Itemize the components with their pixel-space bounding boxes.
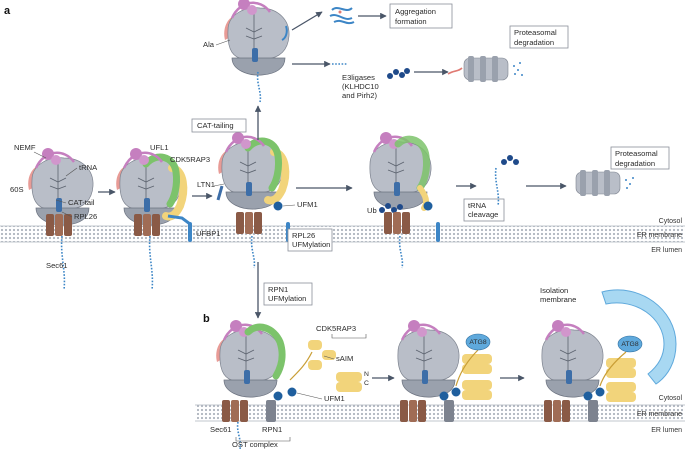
cdk5rap3-coil-b2: [455, 349, 492, 400]
cdk5rap3-coil-b1: [289, 340, 362, 392]
sec61-label: Sec61: [46, 261, 68, 270]
isolation-line2: membrane: [540, 295, 576, 304]
proteasomal-top-line1: Proteasomal: [514, 28, 557, 37]
rpl26-ufmylation-line2: UFMylation: [292, 240, 330, 249]
trna-label: tRNA: [79, 163, 98, 172]
aggregation-line1: Aggregation: [395, 7, 436, 16]
sec61-b3: [544, 400, 570, 422]
ub-label: Ub: [367, 206, 377, 215]
ubiquitin-chain-free: [501, 155, 519, 165]
ubiquitin-chain-mid: [379, 203, 403, 213]
ufbp1-label: UFBP1: [196, 229, 220, 238]
ufm1-label-a: UFM1: [297, 200, 318, 209]
ufm1-dot-b1: [273, 391, 283, 401]
ala-label: Ala: [203, 40, 215, 49]
ribosome-b1: [216, 320, 286, 398]
ribosome-b3: [541, 320, 604, 398]
ufm1-dot-b3b: [595, 387, 605, 397]
ufm1-dot-b2: [439, 391, 449, 401]
er-membrane-a: [0, 226, 685, 242]
proteasomal-mid-box: [610, 146, 670, 170]
60s-label: 60S: [10, 185, 24, 194]
rpl26-ufmylation-line1: RPL26: [292, 231, 315, 240]
ribosome-ub: [369, 132, 432, 211]
e3-line2: (KLHDC10: [342, 82, 379, 91]
aggregation-line2: formation: [395, 17, 427, 26]
saim-label: sAIM: [336, 354, 353, 363]
atg8-b2: [465, 333, 491, 351]
aggregate-icon: [329, 7, 355, 25]
rpn1-b1: [266, 400, 276, 422]
proteasome-top: [447, 56, 523, 82]
atg8-b3: [617, 335, 643, 353]
sec61-3: [236, 212, 262, 234]
er-membrane-label-b: ER membrane: [637, 411, 682, 418]
cdk5rap3-label-b: CDK5RAP3: [316, 324, 356, 333]
ubiquitin-chain-top: [387, 68, 410, 79]
ribosome-ltn1: [216, 132, 290, 210]
e3-line3: and Pirh2): [342, 91, 378, 100]
ufm1-label-b: UFM1: [324, 394, 345, 403]
isolation-membrane: [601, 289, 677, 385]
isolation-line1: Isolation: [540, 286, 568, 295]
trna-cleavage-line2: cleavage: [468, 210, 498, 219]
rpl26-ufmylation-box: [287, 228, 333, 252]
rpn1-ufmylation-line1: RPN1: [268, 285, 288, 294]
e3-line1: E3ligases: [342, 73, 375, 82]
ufm1-dot-a: [273, 201, 283, 211]
sec61-2: [134, 214, 160, 236]
ufm1-dot-b1b: [287, 387, 297, 397]
ufm1-dot-b2b: [451, 387, 461, 397]
cytosol-label-a: Cytosol: [659, 218, 683, 225]
sec61-label-b: Sec61: [210, 425, 232, 434]
rpn1-b2: [444, 400, 454, 422]
ufbp1-anchor: [188, 222, 192, 242]
ribosome-b2: [397, 320, 460, 398]
ufm1-dot-b3: [583, 391, 593, 401]
sec61-1: [46, 214, 72, 236]
panel-b-label: b: [203, 313, 210, 325]
cdk5rap3-coil-b3: [599, 351, 636, 402]
aggregation-box: [389, 3, 453, 29]
er-lumen-label-b: ER lumen: [651, 427, 682, 434]
ribosome-ala: [224, 0, 290, 76]
ost-complex-label: OST complex: [232, 440, 278, 449]
proteasomal-mid-line1: Proteasomal: [615, 149, 658, 158]
rpn1-ufmylation-box: [263, 282, 313, 306]
rpn1-ufmylation-line2: UFMylation: [268, 294, 306, 303]
er-lumen-label-a: ER lumen: [651, 247, 682, 254]
proteasomal-mid-line2: degradation: [615, 159, 655, 168]
c-terminus-label: C: [364, 380, 369, 387]
atg8-label-2: ATG8: [621, 341, 638, 348]
cat-tail-label: CAT-tail: [68, 198, 95, 207]
atg8-label-1: ATG8: [469, 339, 486, 346]
ribosome-ufl1: [116, 148, 191, 226]
rpn1-b3: [588, 400, 598, 422]
nemf-label: NEMF: [14, 143, 36, 152]
ufl1-label: UFL1: [150, 143, 169, 152]
proteasomal-top-box: [509, 25, 569, 49]
sec61-4: [384, 212, 410, 234]
cdk5rap3-label-a: CDK5RAP3: [170, 155, 210, 164]
sec61-b1: [222, 400, 248, 422]
ufbp1-anchor-4: [436, 222, 440, 242]
rpl26-label: RPL26: [74, 212, 97, 221]
ribosome-nemf: [28, 148, 94, 226]
n-terminus-label: N: [364, 371, 369, 378]
proteasomal-top-line2: degradation: [514, 38, 554, 47]
trna-cleavage-line1: tRNA: [468, 201, 487, 210]
sec61-b2: [400, 400, 426, 422]
trna-cleavage-box: [463, 198, 505, 222]
cat-tailing-box: [191, 118, 247, 133]
cytosol-label-b: Cytosol: [659, 395, 683, 402]
rpn1-label-b: RPN1: [262, 425, 282, 434]
er-membrane-label-a: ER membrane: [637, 232, 682, 239]
ltn1-label: LTN1: [197, 180, 215, 189]
ufm1-dot-mid: [423, 201, 433, 211]
panel-a-label: a: [4, 5, 11, 17]
proteasome-mid: [575, 170, 634, 196]
cat-tailing-label: CAT-tailing: [197, 121, 234, 130]
